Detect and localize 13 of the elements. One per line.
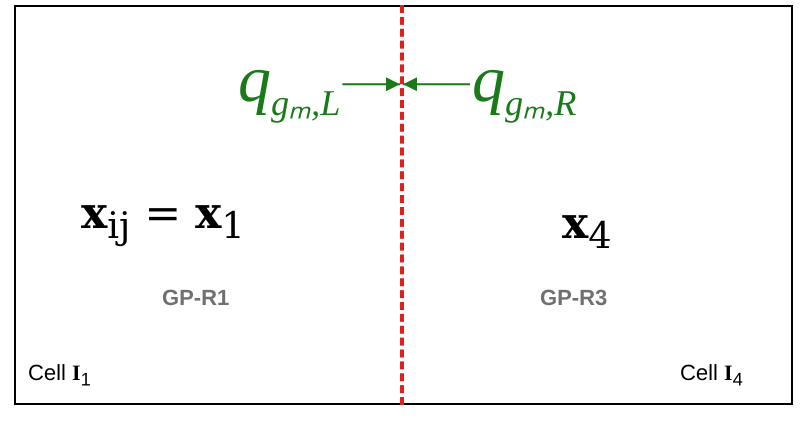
arrow	[403, 77, 470, 92]
cell-region	[14, 5, 402, 405]
cell-region	[402, 5, 793, 405]
flux-label: q$_{gₘ,L}$	[238, 47, 340, 122]
interface-line	[400, 5, 404, 405]
region-label: GP-R3	[540, 287, 608, 309]
region-label: GP-R1	[162, 287, 230, 309]
math-label: x$_{4}$	[562, 202, 612, 254]
arrow	[342, 77, 400, 92]
flux-label: q$_{gₘ,R}$	[472, 47, 576, 122]
cell-label: Cell I$_{4}$	[680, 362, 743, 389]
math-label: x$_{ij}$ = x$_{1}$	[81, 192, 245, 244]
cell-label: Cell I$_{1}$	[28, 362, 91, 389]
